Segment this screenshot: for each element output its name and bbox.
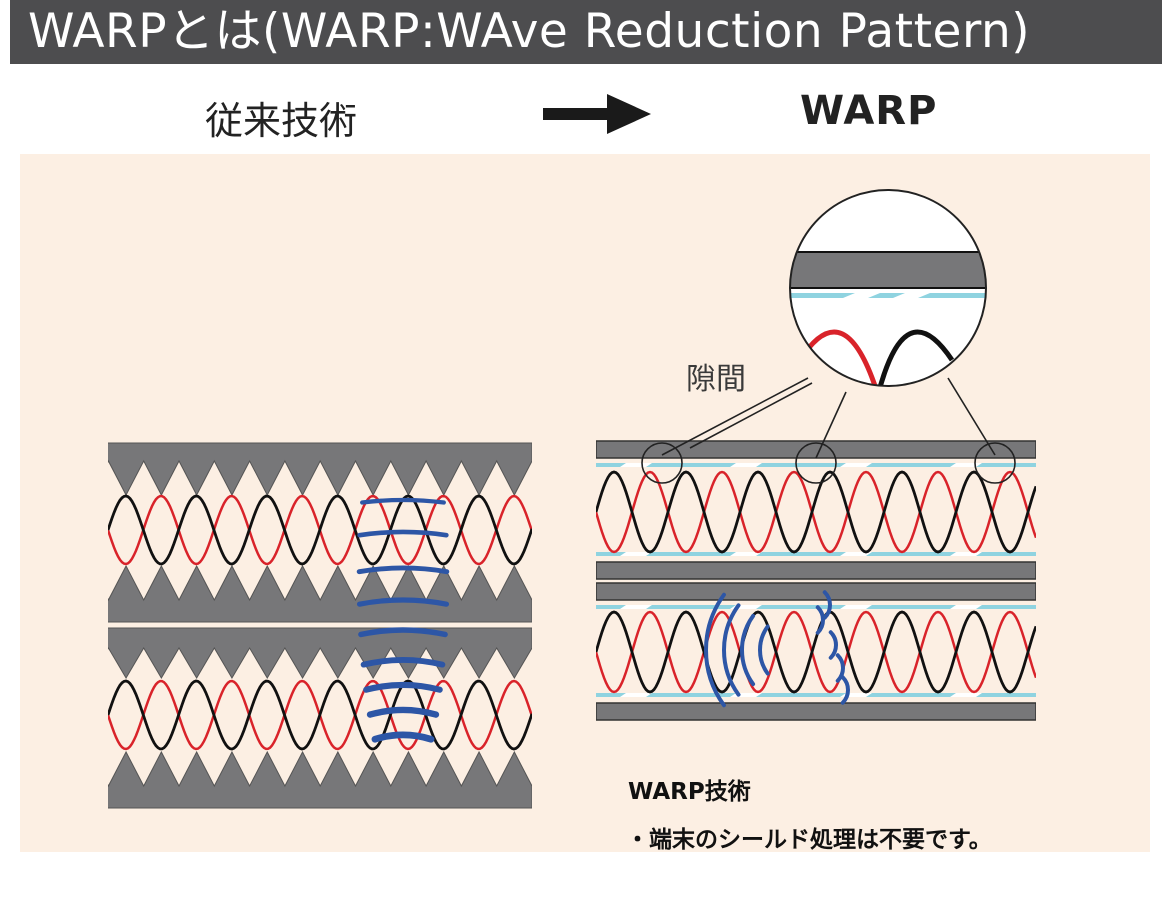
warp-tech-heading: WARP技術 — [628, 779, 751, 805]
shield — [108, 750, 532, 809]
gap-break — [730, 552, 762, 556]
magnified-gap-view — [789, 189, 987, 387]
emission-arc — [722, 603, 741, 697]
gap-break — [950, 605, 982, 609]
emission-arc — [828, 630, 838, 660]
flat-shields — [596, 440, 1036, 721]
right-arrow-icon — [543, 94, 651, 134]
gap-marker — [795, 442, 837, 484]
emission-arc — [363, 681, 443, 693]
black-wire — [596, 610, 1036, 694]
gap-label: 隙間 — [686, 362, 746, 397]
emission-waves — [356, 497, 450, 743]
emission-arc — [835, 653, 845, 683]
emission-arc — [758, 624, 770, 676]
warp-tech-note: ・端末のシールド処理は不要です。 — [626, 827, 992, 853]
title-bar: WARPとは(WARP:WAve Reduction Pattern) — [10, 0, 1162, 64]
gap-break — [840, 463, 872, 467]
red-wire — [596, 610, 1036, 694]
gap-break — [730, 463, 762, 467]
gap-callout — [641, 377, 1016, 484]
emission-arc — [740, 613, 756, 687]
gap-marker — [974, 442, 1016, 484]
red-wire — [596, 470, 1036, 554]
gap-line — [596, 463, 1036, 467]
gap-line — [596, 693, 1036, 697]
emission-arc — [360, 657, 446, 668]
emission-arc — [356, 565, 450, 575]
shield-plate — [596, 702, 1036, 721]
twisted-wires — [108, 494, 532, 751]
emission-arc — [371, 731, 435, 743]
gap-line — [596, 552, 1036, 556]
gap-break — [620, 552, 652, 556]
emission-arc — [840, 675, 850, 705]
conventional-label: 従来技術 — [205, 99, 358, 143]
gap-break — [950, 463, 982, 467]
warp-cable-diagram — [596, 440, 1036, 721]
emission-arc — [822, 590, 832, 620]
shield — [108, 442, 532, 497]
gap-break — [620, 605, 652, 609]
gap-break — [620, 463, 652, 467]
gap-break — [840, 605, 872, 609]
warp-label: WARP — [800, 88, 938, 134]
gap-break — [620, 693, 652, 697]
gap-break — [840, 552, 872, 556]
emission-arc — [357, 529, 449, 538]
shield — [108, 564, 532, 623]
shield — [108, 627, 532, 679]
black-wire — [108, 494, 532, 566]
emission-arc — [360, 497, 446, 505]
black-wire — [108, 679, 532, 751]
page-title: WARPとは(WARP:WAve Reduction Pattern) — [28, 4, 1031, 59]
emission-arc — [815, 605, 825, 635]
twisted-wires — [596, 470, 1036, 694]
emission-arc — [366, 706, 440, 718]
emission-arc — [358, 627, 448, 638]
shield-plate — [596, 582, 1036, 601]
shield-plate — [596, 561, 1036, 580]
gap-marker — [641, 442, 683, 484]
emission-arc — [356, 597, 450, 607]
conventional-cable-diagram — [108, 442, 532, 809]
emission-waves — [704, 590, 850, 708]
black-wire — [596, 470, 1036, 554]
gap-break — [950, 693, 982, 697]
emission-arc — [704, 592, 726, 708]
sawtooth-shields — [108, 442, 532, 809]
